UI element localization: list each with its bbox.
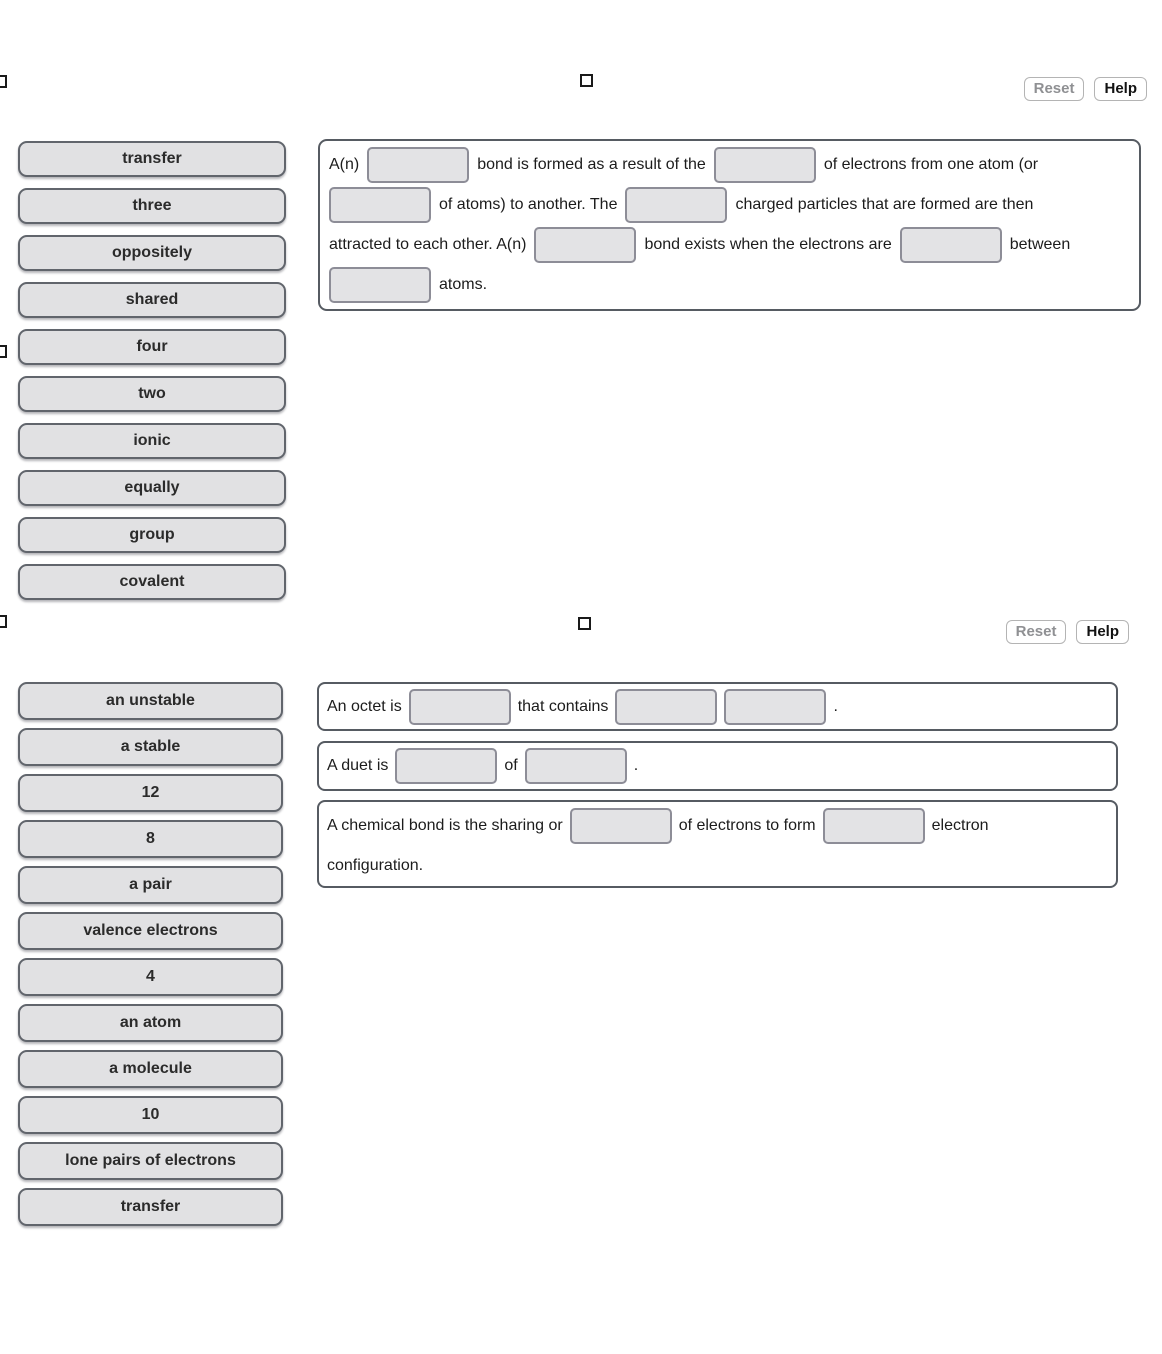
sentence-line: configuration. (319, 846, 1116, 886)
chip-10[interactable]: 10 (18, 1096, 283, 1134)
sentence-text: of electrons to form (678, 817, 816, 834)
sentence-line: A duet is of . (319, 743, 1116, 789)
blank-slot[interactable] (569, 808, 672, 844)
blank-slot[interactable] (395, 748, 498, 784)
paragraph-text: of electrons from one atom (or (823, 156, 1039, 173)
chip-transfer[interactable]: transfer (18, 141, 286, 177)
chip-three[interactable]: three (18, 188, 286, 224)
chip-an-unstable[interactable]: an unstable (18, 682, 283, 720)
paragraph-text: attracted to each other. A(n) (329, 236, 527, 253)
paragraph-text: bond is formed as a result of the (477, 156, 706, 173)
sentence-text: . (833, 697, 838, 715)
activity1-paragraph-box: A(n) bond is formed as a result of the o… (318, 139, 1141, 311)
sentence-text: A chemical bond is the sharing or (327, 817, 563, 834)
square-marker-icon (0, 345, 7, 358)
chip-a-pair[interactable]: a pair (18, 866, 283, 904)
blank-slot[interactable] (329, 267, 431, 303)
paragraph-text: of atoms) to another. The (439, 196, 618, 213)
square-marker-icon (0, 75, 7, 88)
chip-transfer-2[interactable]: transfer (18, 1188, 283, 1226)
help-button[interactable]: Help (1094, 77, 1147, 101)
chip-oppositely[interactable]: oppositely (18, 235, 286, 271)
sentence-box-octet: An octet is that contains . (317, 682, 1118, 731)
sentence-text: configuration. (327, 857, 424, 874)
paragraph-text: A(n) (329, 156, 360, 173)
chip-an-atom[interactable]: an atom (18, 1004, 283, 1042)
activity1-word-bank: transfer three oppositely shared four tw… (18, 141, 286, 600)
paragraph-line: A(n) bond is formed as a result of the o… (329, 145, 1130, 185)
sentence-line: An octet is that contains . (319, 684, 1116, 729)
blank-slot[interactable] (899, 227, 1002, 263)
blank-slot[interactable] (367, 147, 470, 183)
chip-12[interactable]: 12 (18, 774, 283, 812)
sentence-box-duet: A duet is of . (317, 741, 1118, 791)
paragraph-text: between (1009, 236, 1071, 253)
chip-8[interactable]: 8 (18, 820, 283, 858)
chip-four[interactable]: four (18, 329, 286, 365)
sentence-text: electron (931, 817, 989, 834)
chip-group[interactable]: group (18, 517, 286, 553)
blank-slot[interactable] (724, 688, 827, 725)
chip-two[interactable]: two (18, 376, 286, 412)
paragraph-text: bond exists when the electrons are (644, 236, 892, 253)
paragraph-line: of atoms) to another. The charged partic… (329, 185, 1130, 225)
chip-shared[interactable]: shared (18, 282, 286, 318)
blank-slot[interactable] (329, 187, 431, 223)
blank-slot[interactable] (713, 147, 816, 183)
reset-button[interactable]: Reset (1005, 620, 1067, 644)
sentence-text: An octet is (327, 697, 402, 715)
chip-equally[interactable]: equally (18, 470, 286, 506)
blank-slot[interactable] (408, 688, 511, 725)
help-button[interactable]: Help (1076, 620, 1129, 644)
blank-slot[interactable] (625, 187, 728, 223)
chip-lone-pairs-of-electrons[interactable]: lone pairs of electrons (18, 1142, 283, 1180)
paragraph-line: attracted to each other. A(n) bond exist… (329, 225, 1130, 265)
paragraph-text: charged particles that are formed are th… (735, 196, 1034, 213)
square-marker-icon (0, 615, 7, 628)
paragraph-line: atoms. (329, 265, 1130, 305)
chip-a-molecule[interactable]: a molecule (18, 1050, 283, 1088)
sentence-text: that contains (517, 697, 609, 715)
sentence-line: A chemical bond is the sharing or of ele… (319, 806, 1116, 846)
chip-valence-electrons[interactable]: valence electrons (18, 912, 283, 950)
blank-slot[interactable] (534, 227, 637, 263)
sentence-text: of (504, 757, 518, 774)
activity2-word-bank: an unstable a stable 12 8 a pair valence… (18, 682, 283, 1226)
activity2-toolbar: Reset Help (1005, 620, 1129, 644)
blank-slot[interactable] (524, 748, 627, 784)
chip-4[interactable]: 4 (18, 958, 283, 996)
paragraph-text: atoms. (439, 276, 488, 293)
reset-button[interactable]: Reset (1023, 77, 1085, 101)
square-marker-icon (578, 617, 591, 630)
sentence-text: . (633, 757, 639, 774)
activity1-toolbar: Reset Help (1023, 77, 1147, 101)
sentence-text: A duet is (327, 757, 389, 774)
sentence-box-chemical-bond: A chemical bond is the sharing or of ele… (317, 800, 1118, 888)
blank-slot[interactable] (822, 808, 925, 844)
blank-slot[interactable] (615, 688, 718, 725)
chip-ionic[interactable]: ionic (18, 423, 286, 459)
chip-covalent[interactable]: covalent (18, 564, 286, 600)
square-marker-icon (580, 74, 593, 87)
chip-a-stable[interactable]: a stable (18, 728, 283, 766)
